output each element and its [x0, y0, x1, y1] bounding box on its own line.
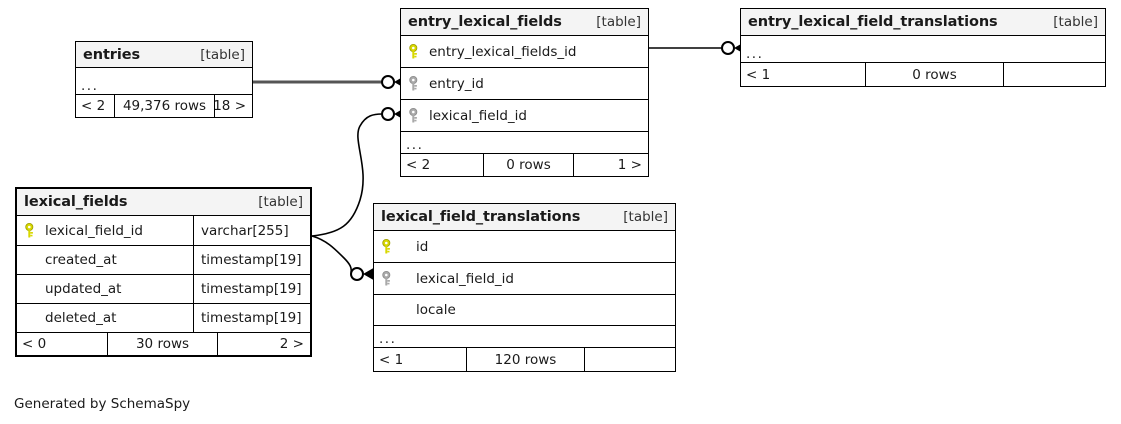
- table-footer: < 2 0 rows 1 >: [401, 154, 648, 176]
- crowsfoot-zero-circle: [381, 107, 395, 121]
- primary-key-icon: [25, 223, 38, 238]
- table-title: lexical_field_translations: [381, 209, 581, 225]
- crowsfoot-zero-circle: [350, 267, 364, 281]
- ellipsis-text: ...: [746, 46, 764, 62]
- footer-row-count: 30 rows: [107, 333, 217, 355]
- table-column-row[interactable]: updated_at timestamp[19]: [17, 275, 310, 304]
- ellipsis-text: ...: [379, 331, 397, 347]
- footer-row-count: 0 rows: [865, 63, 1003, 86]
- footer-parent-count[interactable]: < 1: [379, 351, 404, 368]
- column-name: entry_id: [429, 75, 484, 92]
- table-footer: < 1 120 rows: [374, 348, 675, 371]
- table-column-row[interactable]: deleted_at timestamp[19]: [17, 304, 310, 333]
- ellipsis-text: ...: [81, 78, 99, 94]
- footer-parent-count[interactable]: < 2: [81, 98, 106, 114]
- table-entry-lexical-field-translations[interactable]: entry_lexical_field_translations [table]…: [740, 8, 1106, 87]
- table-header: entries [table]: [76, 42, 252, 68]
- foreign-key-icon: [382, 271, 395, 286]
- table-title: entry_lexical_fields: [408, 14, 562, 30]
- column-type: timestamp[19]: [193, 246, 310, 274]
- table-header: entry_lexical_field_translations [table]: [741, 9, 1105, 36]
- footer-row-count: 0 rows: [483, 154, 573, 176]
- ellipsis-text: ...: [406, 137, 424, 153]
- column-name: entry_lexical_fields_id: [429, 43, 577, 60]
- table-column-row[interactable]: entry_lexical_fields_id: [401, 36, 648, 68]
- table-column-row[interactable]: lexical_field_id varchar[255]: [17, 216, 310, 246]
- table-ellipsis-row: ...: [401, 132, 648, 154]
- crowsfoot-zero-circle: [381, 75, 395, 89]
- relationship-lexical-fields-to-lexical-field-translations: [311, 235, 377, 282]
- table-header: lexical_fields [table]: [17, 189, 310, 216]
- column-name: deleted_at: [45, 310, 117, 326]
- column-name: locale: [416, 302, 456, 318]
- table-entry-lexical-fields[interactable]: entry_lexical_fields [table] entry_lexic…: [400, 8, 649, 177]
- table-kind-label: [table]: [1053, 14, 1098, 30]
- relationship-entry-lexical-fields-to-translations: [649, 40, 748, 56]
- footer-child-count[interactable]: 18 >: [214, 95, 252, 117]
- table-kind-label: [table]: [623, 209, 668, 225]
- table-column-row[interactable]: entry_id: [401, 68, 648, 100]
- footer-child-count[interactable]: 2 >: [217, 333, 310, 355]
- primary-key-icon: [409, 44, 422, 59]
- table-column-row[interactable]: created_at timestamp[19]: [17, 246, 310, 275]
- footer-parent-count[interactable]: < 0: [22, 336, 47, 352]
- table-title: lexical_fields: [24, 194, 128, 210]
- footer-parent-count[interactable]: < 2: [406, 157, 431, 173]
- column-name: created_at: [45, 252, 117, 268]
- table-lexical-fields[interactable]: lexical_fields [table] lexical_field_id …: [15, 187, 312, 357]
- footer-child-count[interactable]: [1003, 63, 1105, 86]
- table-column-row[interactable]: lexical_field_id: [374, 263, 675, 295]
- column-name: updated_at: [45, 281, 122, 297]
- crowsfoot-zero-circle: [721, 41, 735, 55]
- column-type: varchar[255]: [193, 216, 310, 245]
- table-header: lexical_field_translations [table]: [374, 204, 675, 231]
- table-column-row[interactable]: id: [374, 231, 675, 263]
- column-name: lexical_field_id: [429, 107, 527, 124]
- table-title: entries: [83, 46, 140, 63]
- footer-parent-count[interactable]: < 1: [746, 66, 771, 83]
- column-name: lexical_field_id: [416, 270, 514, 287]
- column-type: timestamp[19]: [193, 304, 310, 332]
- table-header: entry_lexical_fields [table]: [401, 9, 648, 36]
- table-ellipsis-row: ...: [76, 68, 252, 95]
- table-ellipsis-row: ...: [374, 326, 675, 348]
- footer-row-count: 120 rows: [466, 348, 584, 371]
- column-name: lexical_field_id: [45, 222, 143, 239]
- column-type: timestamp[19]: [193, 275, 310, 303]
- table-lexical-field-translations[interactable]: lexical_field_translations [table] id le…: [373, 203, 676, 372]
- table-title: entry_lexical_field_translations: [748, 14, 998, 30]
- table-ellipsis-row: ...: [741, 36, 1105, 63]
- table-kind-label: [table]: [200, 46, 245, 63]
- table-column-row[interactable]: lexical_field_id: [401, 100, 648, 132]
- foreign-key-icon: [409, 108, 422, 123]
- table-footer: < 0 30 rows 2 >: [17, 333, 310, 355]
- table-column-row[interactable]: locale: [374, 295, 675, 326]
- relationship-entries-to-entry-lexical-fields: [253, 74, 408, 90]
- table-entries[interactable]: entries [table] ... < 2 49,376 rows 18 >: [75, 41, 253, 118]
- footer-child-count[interactable]: 1 >: [573, 154, 648, 176]
- footer-child-count[interactable]: [584, 348, 675, 371]
- table-kind-label: [table]: [596, 14, 641, 30]
- table-footer: < 1 0 rows: [741, 63, 1105, 86]
- foreign-key-icon: [409, 76, 422, 91]
- footer-row-count: 49,376 rows: [114, 95, 214, 117]
- primary-key-icon: [382, 239, 395, 254]
- table-footer: < 2 49,376 rows 18 >: [76, 95, 252, 117]
- column-name: id: [416, 238, 429, 255]
- table-kind-label: [table]: [258, 194, 303, 210]
- generated-by-caption: Generated by SchemaSpy: [14, 396, 191, 412]
